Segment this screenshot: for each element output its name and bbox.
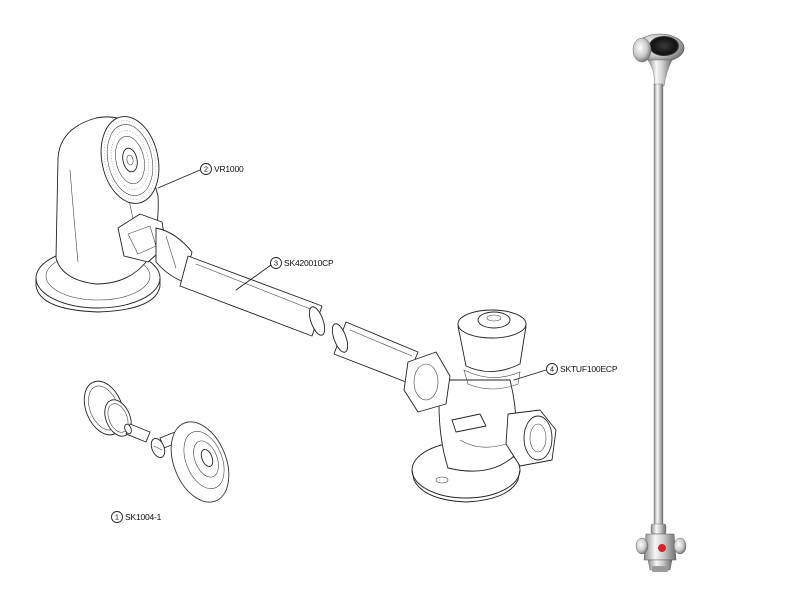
callout-number: 4 — [550, 365, 554, 374]
callout-2: 2 VR1000 — [157, 163, 244, 189]
callout-part-code: SK420010CP — [284, 258, 334, 268]
callout-number: 1 — [115, 513, 119, 522]
callout-part-code: SK1004-1 — [125, 512, 162, 522]
valve-drawing — [403, 309, 557, 503]
callout-3: 3 SK420010CP — [235, 257, 334, 291]
callout-number: 3 — [274, 259, 278, 268]
shower-head-drawing — [35, 116, 193, 313]
tube-drawing — [179, 255, 419, 383]
callout-number: 2 — [204, 165, 208, 174]
callout-part-code: SKTUF100ECP — [560, 364, 618, 374]
callout-1: 1 SK1004-1 — [111, 511, 162, 523]
callout-4: 4 SKTUF100ECP — [513, 363, 618, 381]
callout-part-code: VR1000 — [214, 164, 244, 174]
product-photo — [632, 33, 687, 572]
spares-kit-drawing — [83, 380, 230, 503]
